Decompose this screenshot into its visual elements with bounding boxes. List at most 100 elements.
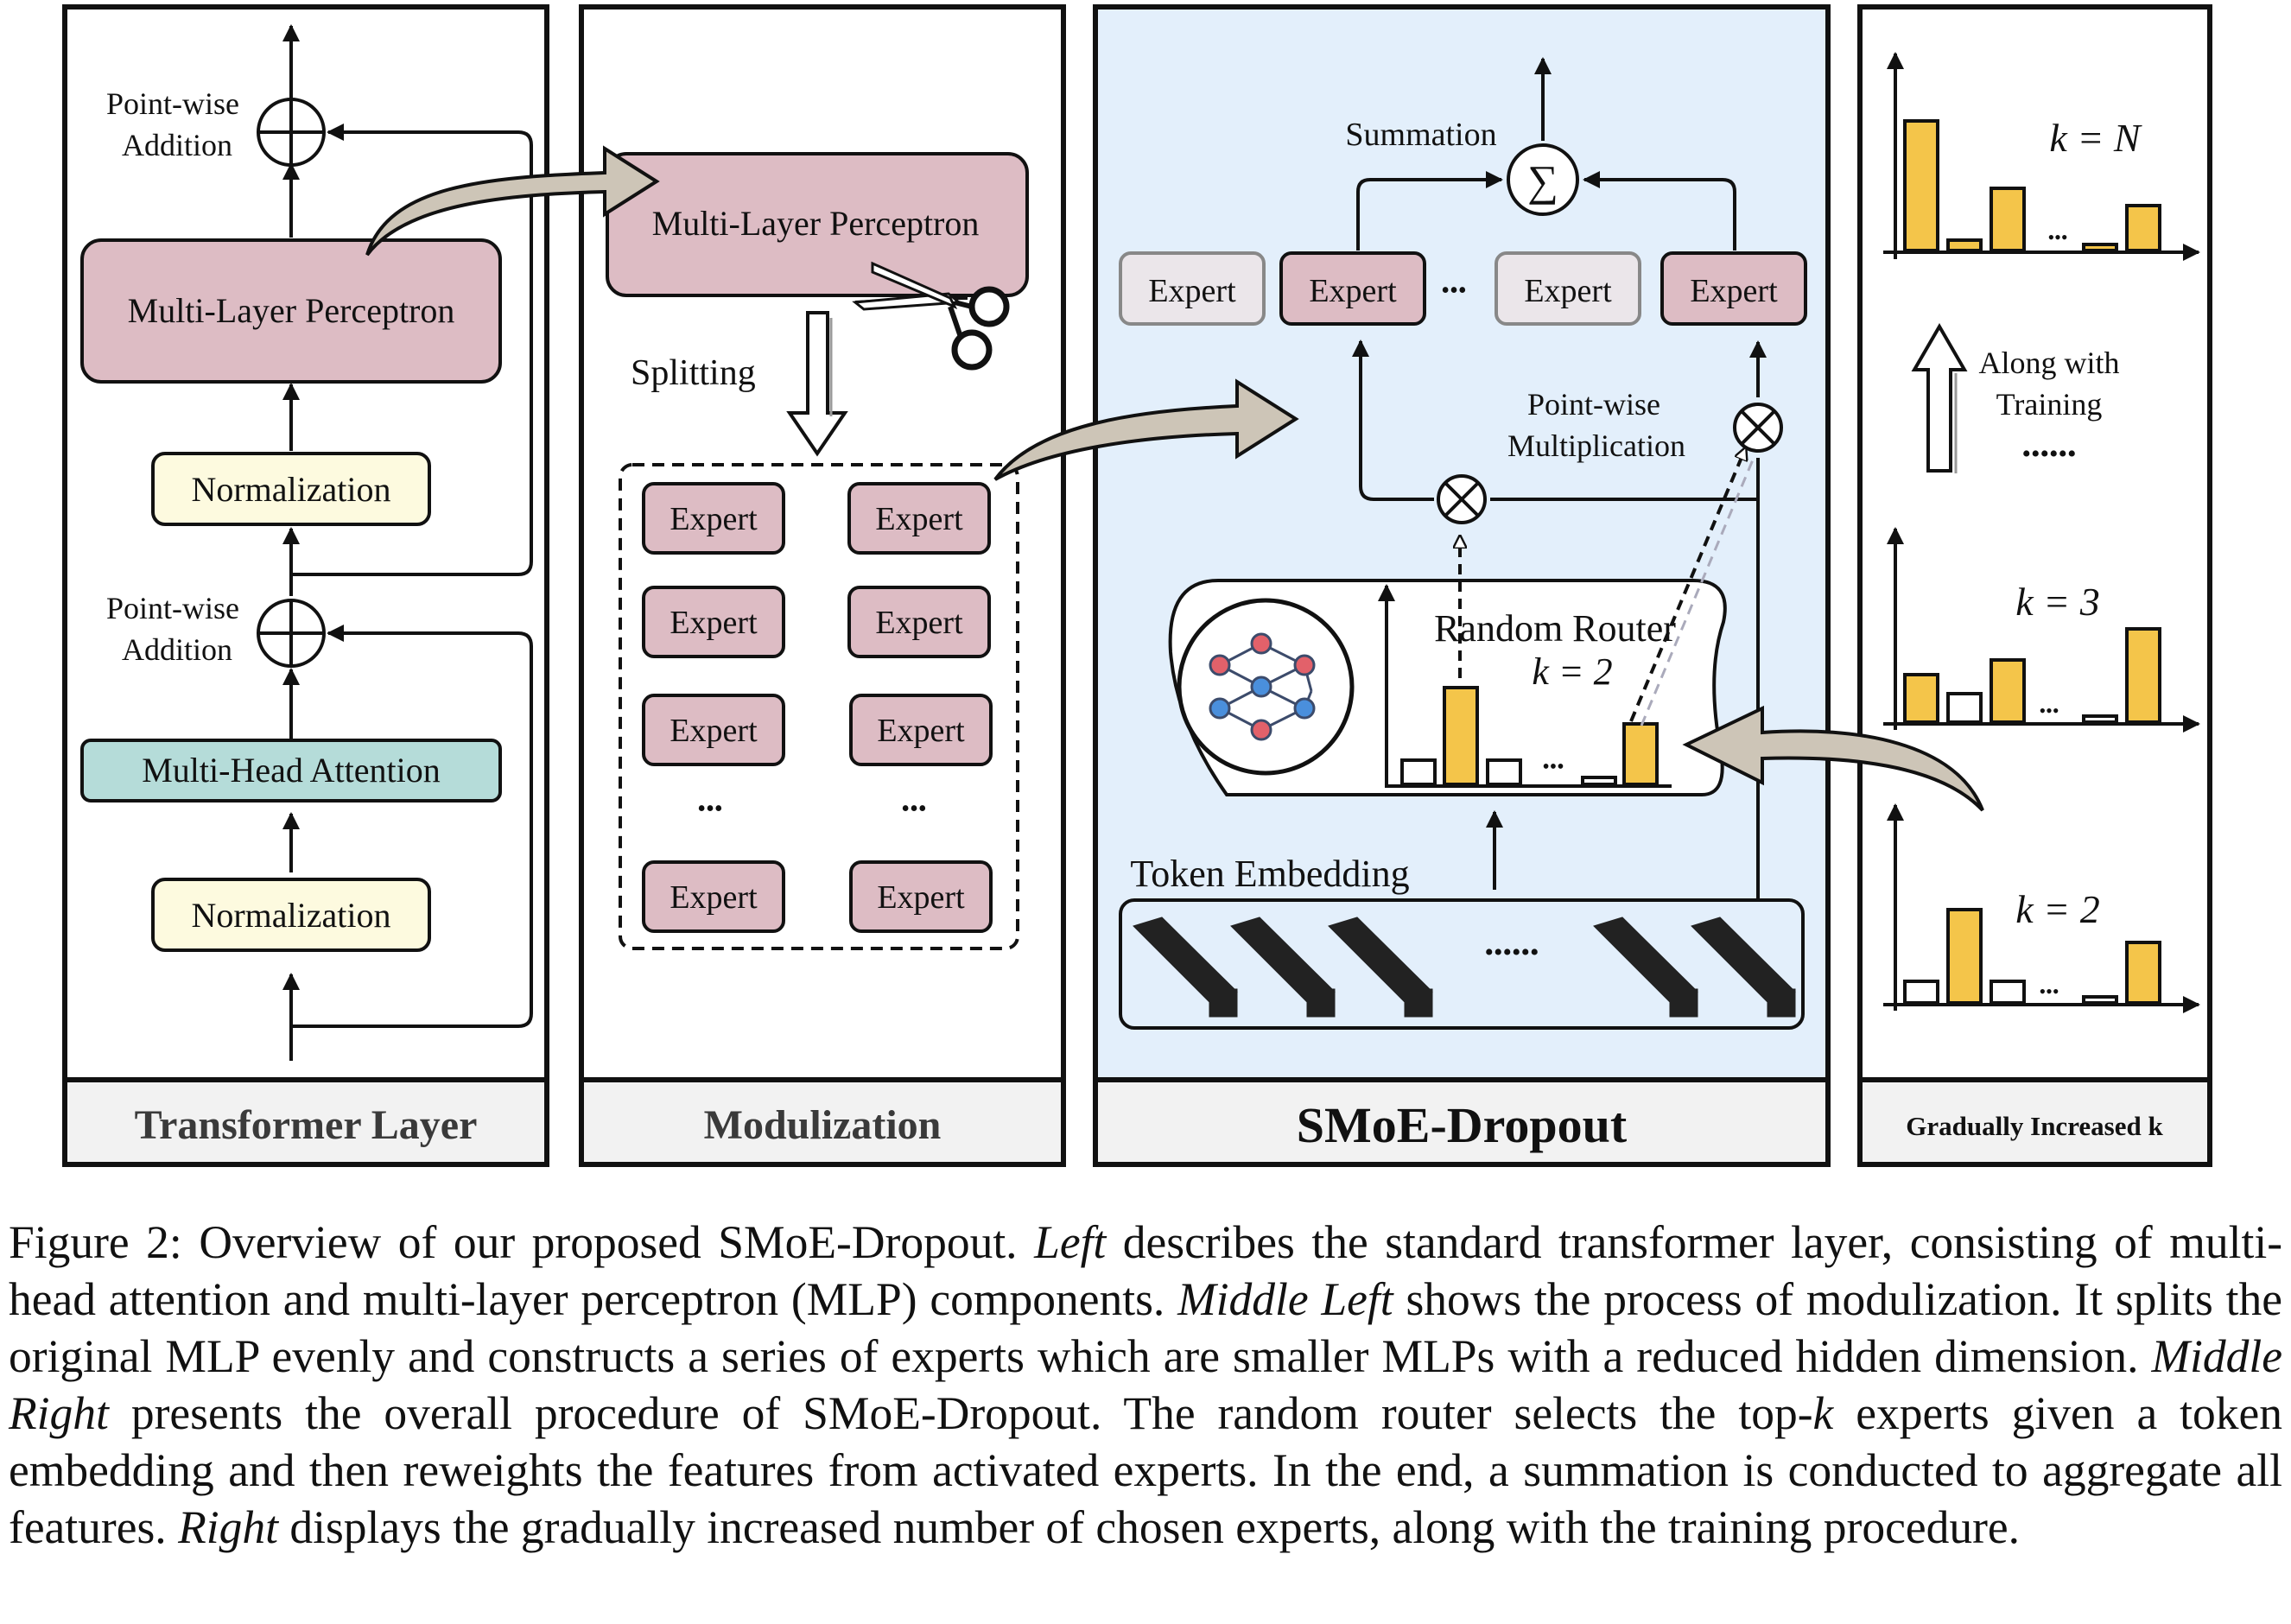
splitting-arrow-icon	[786, 311, 848, 457]
multiplication-label-1: Point-wise	[1527, 387, 1660, 422]
bar-k2-2	[1946, 908, 1983, 1005]
router-bar-ellipsis: •••	[1542, 756, 1564, 778]
caption-s2: describes the standard transformer layer…	[9, 1216, 2283, 1325]
mod-mlp-label: Multi-Layer Perceptron	[652, 204, 980, 243]
addition-top-label-2: Addition	[122, 128, 232, 162]
mod-expert-1: Expert	[670, 501, 758, 537]
curved-arrow-2	[993, 378, 1299, 481]
curved-arrow-3	[1682, 705, 1984, 812]
smoe-expert-2	[1279, 251, 1426, 326]
along-label-2: Training	[1996, 387, 2103, 422]
bar-k2-5	[2125, 941, 2161, 1005]
norm-bottom-block	[151, 878, 431, 952]
summation-label: Summation	[1345, 117, 1496, 153]
router-bar-5	[1622, 722, 1659, 786]
neural-network-icon	[1177, 598, 1355, 776]
smoe-panel: SMoE-Dropout ∑ Summation Expert Expert •…	[1093, 4, 1831, 1167]
router-label: Random Router	[1434, 607, 1676, 650]
smoe-expert-3	[1495, 251, 1641, 326]
smoe-expert-ellipsis: •••	[1441, 277, 1466, 304]
gradual-bars	[1903, 119, 2161, 1005]
transformer-panel-title: Transformer Layer	[135, 1102, 478, 1148]
attention-label: Multi-Head Attention	[142, 751, 441, 790]
modulization-panel: Modulization Multi-Layer Perceptron Spli…	[579, 4, 1066, 1167]
gradual-panel-title: Gradually Increased k	[1906, 1111, 2163, 1141]
bar-kn-5	[2125, 204, 2161, 252]
bar-k3-1	[1903, 673, 1939, 724]
attention-block	[80, 739, 502, 802]
bar-k3-2	[1946, 692, 1983, 724]
gradual-ellipsis-mid: •••	[2039, 700, 2059, 721]
transformer-panel: Transformer Layer Point-wise Addition Po…	[62, 4, 549, 1167]
mod-expert-2: Expert	[875, 501, 963, 537]
token-embedding-label: Token Embedding	[1130, 853, 1409, 895]
smoe-expert-2-label: Expert	[1309, 273, 1397, 309]
mlp-block-label: Multi-Layer Perceptron	[128, 291, 455, 330]
smoe-expert-4	[1660, 251, 1807, 326]
norm-top-label: Normalization	[191, 470, 390, 509]
addition-bottom-label-1: Point-wise	[106, 591, 239, 625]
addition-top-label-1: Point-wise	[106, 86, 239, 121]
smoe-expert-1	[1119, 251, 1266, 326]
mod-expert-7: Expert	[670, 879, 758, 916]
token-ellipsis: ••••••	[1484, 938, 1539, 967]
router-bar-4	[1581, 776, 1617, 786]
multiply-right-icon	[1733, 403, 1783, 453]
token-bars	[1133, 917, 1796, 1018]
mod-expert-8: Expert	[877, 879, 965, 916]
along-label-1: Along with	[1978, 346, 2119, 380]
mod-ellipsis-left: •••	[697, 796, 722, 822]
summation-icon	[1507, 143, 1579, 216]
bar-kn-3	[1990, 187, 2026, 252]
expert-pool	[619, 463, 1019, 950]
figure-caption: Figure 2: Overview of our proposed SMoE-…	[9, 1214, 2282, 1556]
mlp-block	[80, 238, 502, 384]
multiply-left-icon	[1437, 474, 1487, 524]
mod-expert-5: Expert	[670, 713, 758, 749]
mod-expert-4: Expert	[875, 605, 963, 641]
norm-top-block	[151, 452, 431, 526]
bar-kn-4	[2082, 243, 2118, 252]
bar-k3-5	[2125, 627, 2161, 724]
addition-top-icon	[257, 98, 326, 167]
caption-s6: displays the gradually increased number …	[277, 1501, 2021, 1553]
norm-bottom-label: Normalization	[191, 896, 390, 935]
caption-middle-right: Middle Right	[9, 1330, 2282, 1439]
bar-k2-1	[1903, 980, 1939, 1005]
modulization-panel-title: Modulization	[704, 1102, 942, 1148]
bar-kn-2	[1946, 238, 1983, 252]
bar-k2-3	[1990, 980, 2026, 1005]
bar-kn-1	[1903, 119, 1939, 252]
smoe-expert-4-label: Expert	[1690, 273, 1778, 309]
curved-arrow-1	[365, 145, 660, 257]
caption-k: k	[1812, 1387, 1834, 1439]
caption-s1: Overview of our proposed SMoE-Dropout.	[181, 1216, 1035, 1268]
caption-right: Right	[178, 1501, 278, 1553]
mod-expert-grid: Expert Expert Expert Expert Expert Exper…	[642, 482, 993, 933]
gradual-ellipsis-top: •••	[2047, 226, 2067, 248]
gradual-panel: Gradually Increased k ••• ••• ••• k = N …	[1857, 4, 2212, 1167]
summation-sigma: ∑	[1527, 156, 1558, 205]
router-bars	[1400, 686, 1659, 786]
multiplication-label-2: Multiplication	[1507, 428, 1685, 463]
bar-k2-4	[2082, 995, 2118, 1005]
router-k-label: k = 2	[1532, 650, 1612, 693]
router-bar-1	[1400, 758, 1437, 786]
gradual-ellipsis-bottom: •••	[2039, 980, 2059, 1002]
smoe-expert-3-label: Expert	[1524, 273, 1612, 309]
k-top-label: k = N	[2049, 116, 2142, 160]
caption-middle-left: Middle Left	[1177, 1273, 1393, 1325]
addition-bottom-label-2: Addition	[122, 632, 232, 667]
along-dots: ••••••	[2021, 440, 2076, 468]
mod-expert-6: Expert	[877, 713, 965, 749]
caption-s4: presents the overall procedure of SMoE-D…	[108, 1387, 1813, 1439]
mod-ellipsis-right: •••	[901, 796, 926, 822]
training-arrow-icon	[1911, 323, 1968, 473]
mod-expert-3: Expert	[670, 605, 758, 641]
caption-s3: shows the process of modulization. It sp…	[9, 1273, 2282, 1382]
router-bar-3	[1486, 758, 1522, 786]
caption-s5: experts given a token embedding and then…	[9, 1387, 2282, 1553]
bar-k3-3	[1990, 658, 2026, 724]
mod-mlp-block	[606, 152, 1029, 297]
router-bar-2	[1443, 686, 1479, 786]
